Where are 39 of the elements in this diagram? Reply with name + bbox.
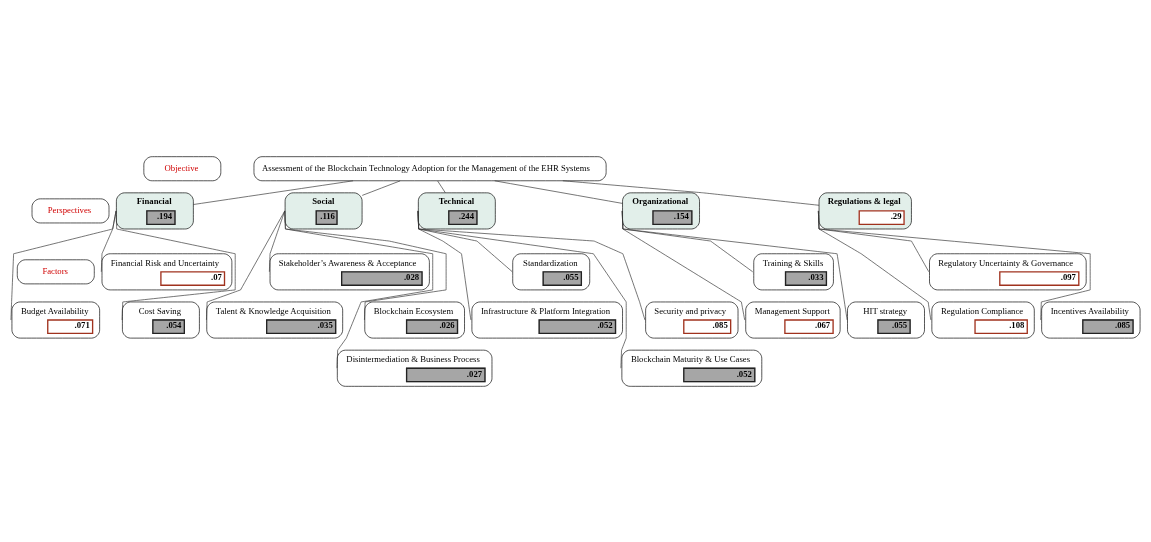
node-box: Factors [16, 258, 95, 284]
connector [269, 210, 286, 272]
connector [417, 210, 627, 369]
connector [193, 179, 354, 205]
connector [284, 210, 434, 369]
node-box: Blockchain Ecosystem .026 [364, 301, 465, 338]
node-box: Regulation Compliance .108 [931, 301, 1035, 338]
connector [437, 180, 446, 193]
connector [284, 210, 447, 320]
node-box: Talent & Knowledge Acquisition .035 [206, 301, 343, 338]
node-box: Organizational .154 [622, 192, 700, 229]
node-box: HIT strategy .055 [847, 301, 925, 338]
connector [115, 210, 236, 320]
node-box: Regulatory Uncertainty & Governance .097 [929, 252, 1087, 290]
connector [206, 210, 286, 320]
node-box: Regulations & legal .29 [818, 192, 912, 229]
connector [818, 210, 1091, 320]
node-box: Incentives Availability .085 [1041, 301, 1141, 338]
node-box: Security and privacy .085 [645, 301, 739, 338]
node-box: Blockchain Maturity & Use Cases .052 [621, 349, 763, 387]
node-box: Stakeholder’s Awareness & Acceptance .028 [269, 252, 430, 290]
node-box: Training & Skills .033 [753, 252, 834, 290]
node-box: Perspectives [31, 198, 110, 223]
connector [494, 180, 623, 204]
node-box: Standardization .055 [512, 252, 591, 290]
node-box: Objective [143, 155, 222, 181]
connector [417, 210, 646, 320]
node-box: Management Support .067 [745, 301, 841, 338]
node-box: Budget Availability .071 [11, 301, 100, 338]
node-box: Assessment of the Blockchain Technology Adoption for the Management of the EHR Systems [253, 155, 607, 181]
connector [562, 179, 820, 206]
node-box: Financial Risk and Uncertainty .07 [101, 252, 233, 290]
node-box: Cost Saving .054 [122, 301, 200, 338]
node-box: Technical .244 [418, 192, 496, 229]
node-box: Social .116 [284, 192, 363, 229]
node-box: Infrastructure & Platform Integration .052 [471, 301, 623, 338]
node-box: Disintermediation & Business Process .027 [337, 349, 493, 387]
node-box: Financial .194 [116, 192, 194, 229]
connector [361, 180, 401, 196]
